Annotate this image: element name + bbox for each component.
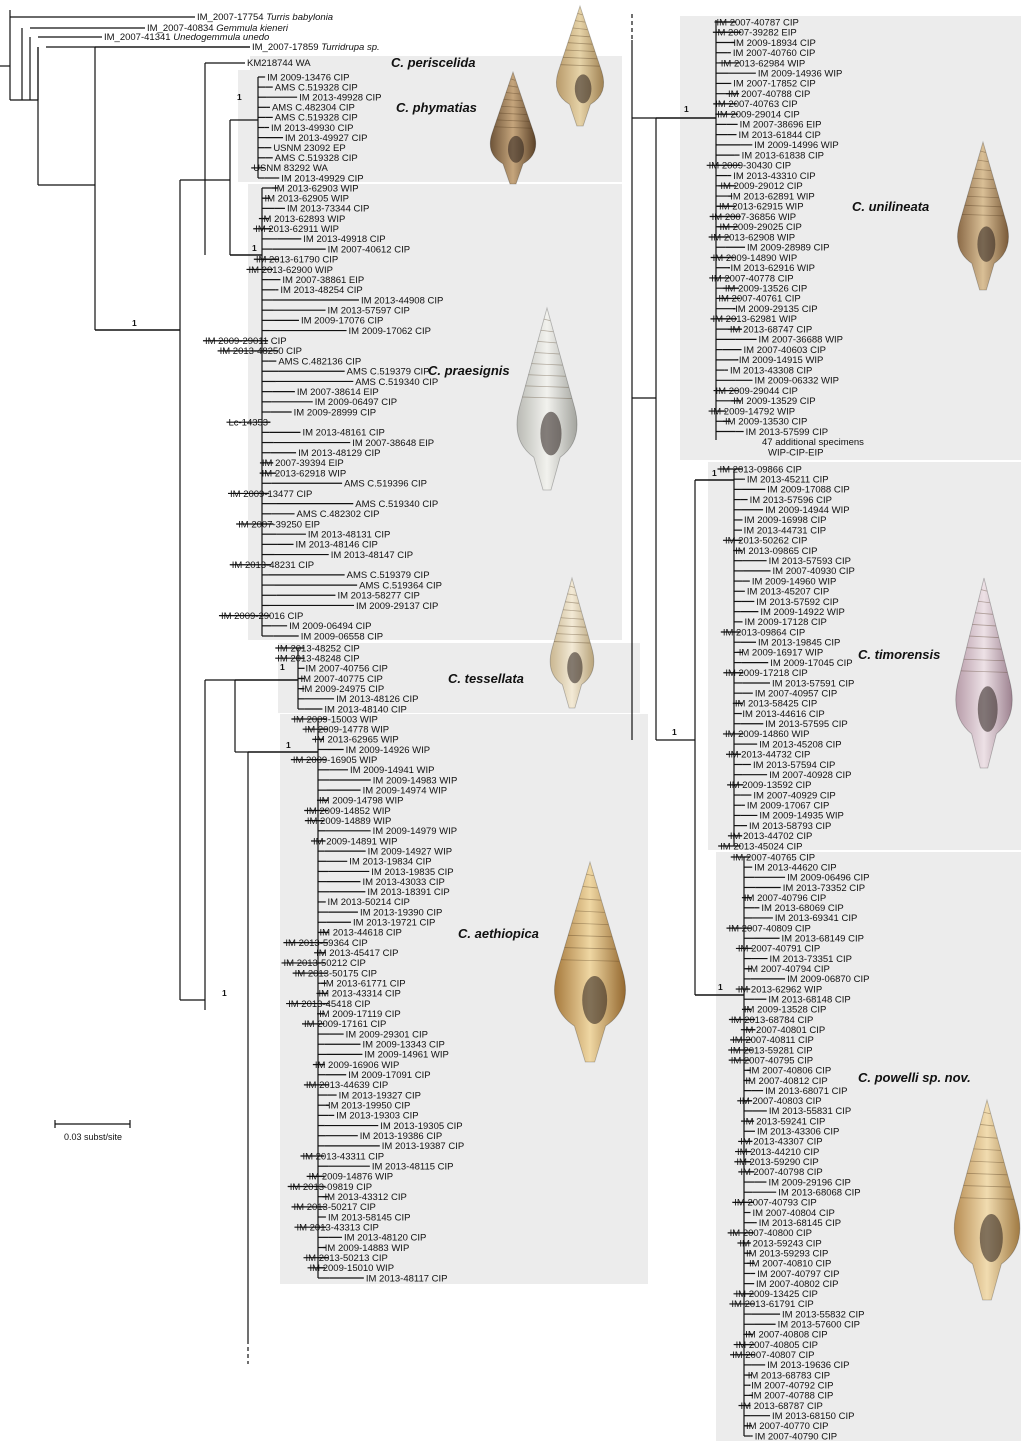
tip-label: IM 2007-40790 CIP [755, 1431, 837, 1441]
tip-label: IM 2009-29137 CIP [356, 601, 438, 612]
tip-label: IM 2013-19387 CIP [382, 1141, 464, 1152]
outgroup-label: IM_2007-17859 Turridrupa sp. [252, 42, 380, 53]
clade-name-praesignis: C. praesignis [428, 363, 510, 378]
tip-label: IM 2013-48231 CIP [232, 560, 314, 571]
support-value: 1 [237, 92, 242, 102]
support-value: 1 [684, 104, 689, 114]
tip-label: IM 2009-28999 CIP [294, 407, 376, 418]
tip-label: IM 2013-45024 CIP [720, 841, 802, 852]
support-value: 1 [132, 318, 137, 328]
clade-name-tessellata: C. tessellata [448, 671, 524, 686]
tip-label: IM 2013-48254 CIP [280, 285, 362, 296]
tip-label: IM 2009-06558 CIP [301, 631, 383, 642]
support-value: 1 [252, 243, 257, 253]
clade-name-unilineata: C. unilineata [852, 199, 929, 214]
tip-label: IM 2009-17062 CIP [349, 326, 431, 337]
tip-label: AMS C.519396 CIP [344, 479, 427, 490]
tip-label: KM218744 WA [247, 58, 311, 69]
outgroup-label: IM_2007-17754 Turris babylonia [197, 12, 333, 23]
tip-label: IM 2013-62918 WIP [262, 468, 347, 479]
tip-label: IM 2007-40612 CIP [328, 244, 410, 255]
support-value: 1 [286, 740, 291, 750]
outgroup-label: IM_2007-41341 Unedogemmula unedo [104, 32, 269, 43]
clade-name-timorensis: C. timorensis [858, 647, 940, 662]
clade-name-phymatias: C. phymatias [396, 100, 477, 115]
tip-label: IM 2013-48117 CIP [366, 1273, 448, 1284]
clade-name-powelli: C. powelli sp. nov. [858, 1070, 971, 1085]
tip-label: Lc-14353 [228, 417, 268, 428]
support-value: 1 [672, 727, 677, 737]
support-value: 1 [712, 468, 717, 478]
support-value: 1 [718, 982, 723, 992]
clade-name-aethiopica: C. aethiopica [458, 926, 539, 941]
support-value: 1 [222, 988, 227, 998]
tip-label: WIP-CIP-EIP [768, 447, 823, 458]
tip-label: IM 2013-48147 CIP [331, 550, 413, 561]
clade-name-periscelida: C. periscelida [391, 55, 476, 70]
tip-label: IM 2009-13477 CIP [230, 489, 312, 500]
scale-label: 0.03 subst/site [64, 1132, 122, 1142]
